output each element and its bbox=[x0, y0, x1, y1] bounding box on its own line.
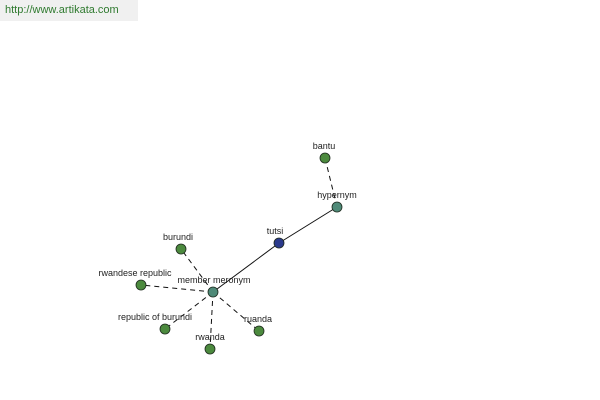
edge-member-meronym-to-rwanda bbox=[209, 291, 214, 350]
node-dot-rwandese-republic[interactable] bbox=[135, 279, 147, 291]
node-ruanda[interactable]: ruanda bbox=[244, 314, 272, 337]
node-dot-rwanda[interactable] bbox=[204, 343, 216, 355]
node-dot-bantu[interactable] bbox=[319, 152, 331, 164]
node-label-bantu[interactable]: bantu bbox=[313, 141, 336, 151]
node-hypernym[interactable]: hypernym bbox=[317, 190, 357, 213]
node-dot-tutsi[interactable] bbox=[273, 237, 285, 249]
node-dot-member-meronym[interactable] bbox=[207, 286, 219, 298]
node-label-ruanda[interactable]: ruanda bbox=[244, 314, 272, 324]
node-rwandese-republic[interactable]: rwandese republic bbox=[98, 268, 172, 291]
edge-member-meronym-to-burundi bbox=[180, 248, 214, 293]
site-url-banner[interactable]: http://www.artikata.com bbox=[0, 0, 138, 21]
node-dot-republic-of-burundi[interactable] bbox=[159, 323, 171, 335]
node-bantu[interactable]: bantu bbox=[313, 141, 336, 164]
edge-member-meronym-to-ruanda bbox=[212, 291, 260, 332]
node-republic-of-burundi[interactable]: republic of burundi bbox=[118, 312, 192, 335]
node-label-burundi[interactable]: burundi bbox=[163, 232, 193, 242]
node-rwanda[interactable]: rwanda bbox=[195, 332, 225, 355]
graph-edges bbox=[140, 157, 338, 350]
edge-tutsi-to-hypernym bbox=[278, 206, 338, 244]
edge-tutsi-to-member-meronym bbox=[212, 242, 280, 293]
node-dot-ruanda[interactable] bbox=[253, 325, 265, 337]
node-label-member-meronym[interactable]: member meronym bbox=[177, 275, 250, 285]
node-label-rwanda[interactable]: rwanda bbox=[195, 332, 225, 342]
node-dot-hypernym[interactable] bbox=[331, 201, 343, 213]
node-label-hypernym[interactable]: hypernym bbox=[317, 190, 357, 200]
edge-member-meronym-to-republic-of-burundi bbox=[164, 291, 214, 330]
node-label-tutsi[interactable]: tutsi bbox=[267, 226, 284, 236]
graph-nodes: tutsi hypernym bantu member meronym burundi r… bbox=[98, 141, 357, 355]
node-member-meronym[interactable]: member meronym bbox=[177, 275, 251, 298]
edge-member-meronym-to-rwandese-republic bbox=[140, 284, 214, 293]
node-burundi[interactable]: burundi bbox=[163, 232, 193, 255]
node-tutsi[interactable]: tutsi bbox=[267, 226, 285, 249]
node-label-republic-of-burundi[interactable]: republic of burundi bbox=[118, 312, 192, 322]
node-label-rwandese-republic[interactable]: rwandese republic bbox=[98, 268, 172, 278]
node-dot-burundi[interactable] bbox=[175, 243, 187, 255]
